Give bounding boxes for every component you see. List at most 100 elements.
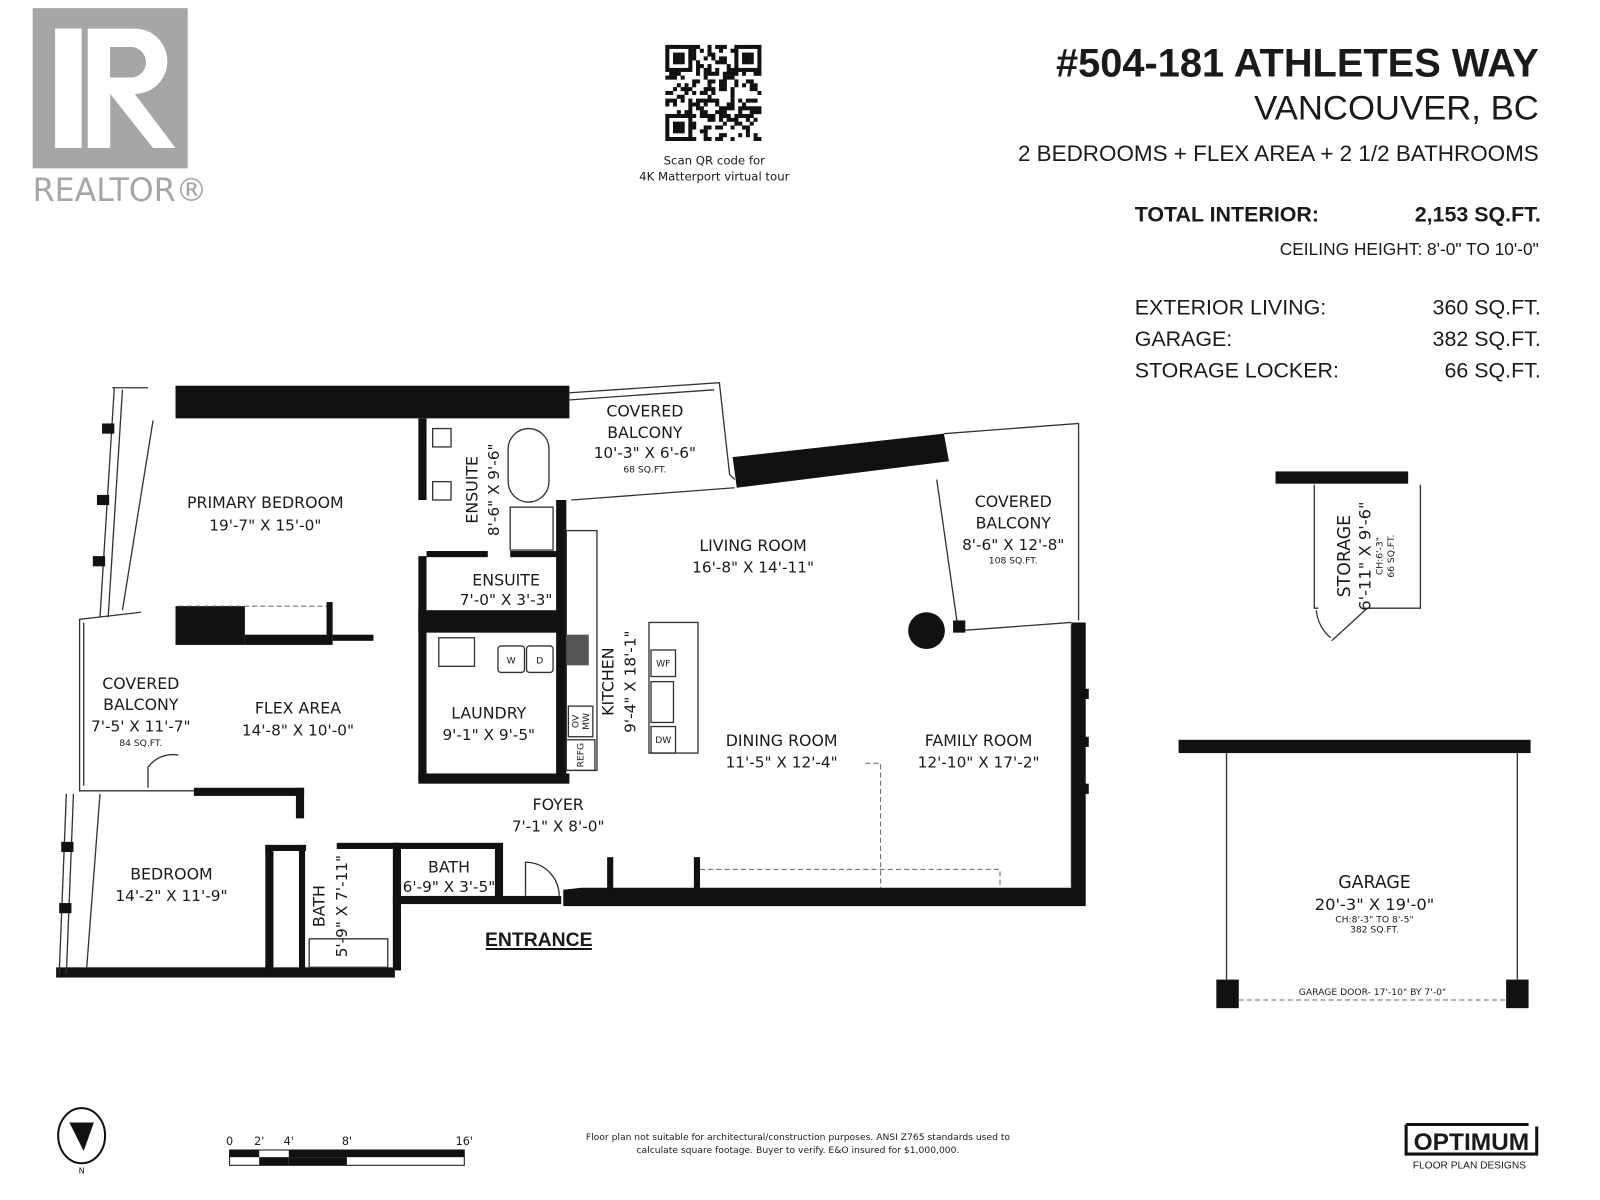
company-tagline: FLOOR PLAN DESIGNS — [1413, 1160, 1526, 1171]
qr-module — [665, 64, 670, 69]
qr-module — [726, 113, 731, 118]
qr-module — [734, 113, 739, 118]
qr-module — [692, 136, 697, 142]
garage-value: 382 SQ.FT. — [1433, 327, 1541, 351]
qr-code[interactable] — [665, 44, 762, 142]
qr-module — [672, 71, 678, 76]
balcony-top-dims: 10'-3" X 6'-6" — [594, 444, 696, 462]
qr-caption-line1: Scan QR code for — [664, 153, 766, 167]
qr-module — [745, 129, 750, 134]
family-room-name: FAMILY ROOM — [925, 731, 1033, 750]
qr-module — [665, 125, 670, 130]
ensuite-main-dims: 8'-6" X 9'-6" — [485, 443, 503, 536]
qr-module — [742, 113, 747, 118]
qr-module — [757, 90, 762, 95]
qr-module — [688, 106, 693, 111]
qr-module — [734, 79, 739, 84]
qr-module — [734, 121, 739, 126]
qr-module — [672, 136, 678, 142]
qr-module — [688, 102, 693, 107]
qr-module — [665, 52, 670, 57]
qr-module — [730, 87, 735, 92]
qr-module — [722, 87, 727, 92]
disclaimer-line1: Floor plan not suitable for architectura… — [586, 1132, 1011, 1143]
qr-module — [722, 75, 727, 80]
qr-module — [734, 83, 739, 88]
qr-module — [753, 87, 758, 92]
qr-module — [730, 117, 735, 122]
qr-module — [669, 136, 674, 142]
qr-module — [688, 121, 693, 126]
balcony-top-name1: COVERED — [606, 401, 683, 420]
living-room-name: LIVING ROOM — [699, 536, 806, 555]
scale-tick-8: 8' — [342, 1135, 352, 1148]
qr-module — [699, 48, 704, 53]
qr-module — [676, 94, 681, 99]
qr-module — [676, 60, 681, 65]
qr-module — [707, 79, 712, 84]
qr-module — [707, 48, 712, 53]
qr-module — [722, 71, 727, 76]
qr-module — [699, 90, 704, 95]
qr-module — [696, 71, 701, 76]
qr-module — [734, 60, 739, 65]
qr-module — [715, 60, 720, 65]
qr-module — [672, 125, 678, 130]
qr-module — [749, 67, 754, 72]
primary-bedroom-dims: 19'-7" X 15'-0" — [209, 517, 321, 535]
qr-module — [711, 87, 716, 92]
qr-module — [730, 106, 735, 111]
bath-small-name: BATH — [428, 857, 470, 876]
garage-label: GARAGE: — [1135, 327, 1233, 351]
qr-module — [730, 90, 735, 95]
garage-name: GARAGE — [1338, 873, 1411, 893]
qr-module — [672, 56, 678, 61]
balcony-left-dims: 7'-5' X 11'-7" — [91, 718, 191, 736]
company-name: OPTIMUM — [1414, 1129, 1530, 1156]
microwave-label: MW — [581, 713, 592, 730]
qr-module — [722, 133, 727, 138]
qr-module — [722, 60, 727, 65]
qr-module — [672, 87, 678, 92]
kitchen-dims: 9'-4" X 18'-1" — [622, 630, 640, 732]
qr-module — [665, 129, 670, 134]
garage-door: GARAGE DOOR- 17'-10" BY 7'-0" — [1299, 987, 1446, 998]
qr-module — [722, 106, 727, 111]
qr-module — [669, 75, 674, 80]
qr-module — [699, 106, 704, 111]
qr-module — [719, 117, 724, 122]
qr-module — [696, 102, 701, 107]
qr-module — [726, 64, 731, 69]
qr-module — [738, 106, 743, 111]
qr-module — [707, 67, 712, 72]
qr-module — [665, 102, 670, 107]
qr-module — [719, 113, 724, 118]
qr-module — [703, 102, 708, 107]
qr-module — [692, 56, 697, 61]
qr-module — [676, 44, 681, 49]
qr-module — [715, 110, 720, 115]
qr-caption-line2: 4K Matterport virtual tour — [639, 170, 790, 184]
qr-module — [730, 98, 735, 103]
qr-module — [707, 44, 712, 49]
qr-module — [711, 98, 716, 103]
qr-module — [757, 67, 762, 72]
qr-module — [703, 113, 708, 118]
qr-module — [757, 48, 762, 53]
qr-module — [730, 102, 735, 107]
qr-module — [680, 75, 685, 80]
qr-module — [680, 129, 685, 134]
qr-module — [719, 87, 724, 92]
wine-fridge-label: WF — [656, 658, 670, 669]
qr-module — [699, 64, 704, 69]
qr-module — [711, 113, 716, 118]
qr-module — [722, 44, 727, 49]
qr-module — [665, 67, 670, 72]
qr-module — [703, 98, 708, 103]
qr-module — [738, 133, 743, 138]
qr-module — [738, 121, 743, 126]
qr-module — [676, 71, 681, 76]
qr-module — [699, 113, 704, 118]
balcony-right-area: 108 SQ.FT. — [989, 555, 1038, 566]
qr-module — [719, 125, 724, 130]
